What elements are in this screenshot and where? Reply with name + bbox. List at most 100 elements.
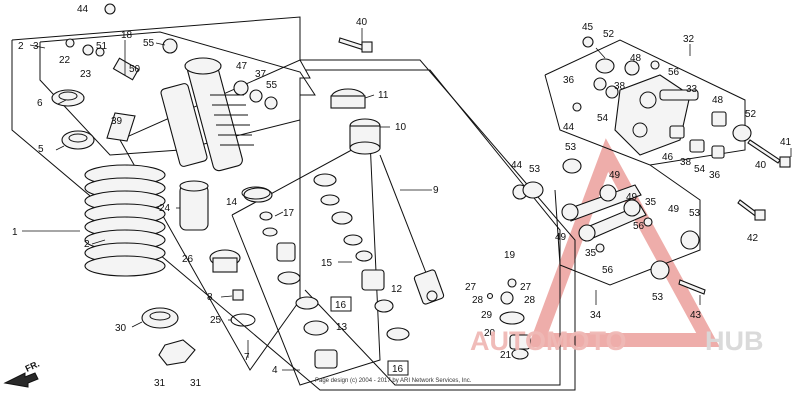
part-label: 11 <box>378 90 389 101</box>
part-label: 51 <box>96 41 108 52</box>
part-label: 30 <box>115 323 127 334</box>
label-box-16b <box>387 360 409 376</box>
front-direction-arrow: FR. <box>3 359 41 388</box>
part-label: 35 <box>585 248 597 259</box>
part-label: 25 <box>210 315 222 326</box>
part-label: 49 <box>609 170 621 181</box>
part-label: 53 <box>652 292 664 303</box>
part-label: 46 <box>662 152 674 163</box>
part-label: 53 <box>529 164 541 175</box>
part-label: 45 <box>582 22 594 33</box>
shock-rod <box>379 154 445 305</box>
part-label: 19 <box>504 250 516 261</box>
part-label: 10 <box>395 122 407 133</box>
shock-spring <box>84 164 166 277</box>
part-label: 38 <box>614 81 626 92</box>
watermark-triangle <box>527 138 720 347</box>
part-label: 4 <box>272 365 278 376</box>
part-label: 39 <box>111 116 123 127</box>
part-labels: 44 40 3 2 18 55 51 22 23 50 47 37 55 39 … <box>12 4 792 389</box>
part-label: 17 <box>283 208 295 219</box>
part-label: 20 <box>484 328 496 339</box>
part-label: 56 <box>602 265 614 276</box>
part-label: 6 <box>37 98 43 109</box>
part-label: 16 <box>392 364 404 375</box>
label-box-16a <box>330 296 352 312</box>
part-label: 8 <box>207 292 213 303</box>
part-label: 52 <box>745 109 757 120</box>
part-label: 53 <box>689 208 701 219</box>
watermark-part1: AUTOMOTO <box>470 326 627 356</box>
watermark-part2: HUB <box>705 326 764 356</box>
part-label: 7 <box>244 352 250 363</box>
part-label: 12 <box>391 284 403 295</box>
watermark-text: AUTOMOTO HUB <box>470 326 764 356</box>
part-label: 15 <box>321 258 333 269</box>
part-label: 50 <box>129 64 141 75</box>
part-label: 2 <box>84 239 90 250</box>
spring-nuts <box>51 89 196 366</box>
part-label: 18 <box>121 30 133 41</box>
part-label: 55 <box>266 80 278 91</box>
part-label: 36 <box>563 75 575 86</box>
part-label: 54 <box>694 164 706 175</box>
bump-rubbers <box>330 88 381 155</box>
part-label: 36 <box>709 170 721 181</box>
front-direction-label: FR. <box>24 359 41 374</box>
part-label: 27 <box>465 282 477 293</box>
part-label: 16 <box>335 300 347 311</box>
part-label: 22 <box>59 55 71 66</box>
part-label: 48 <box>712 95 724 106</box>
part-label: 40 <box>755 160 767 171</box>
part-label: 14 <box>226 197 238 208</box>
part-label: 5 <box>38 144 44 155</box>
part-label: 43 <box>690 310 702 321</box>
part-label: 52 <box>603 29 615 40</box>
linkage-arm <box>572 36 791 168</box>
part-label: 49 <box>668 204 680 215</box>
part-label: 13 <box>336 322 348 333</box>
part-label: 27 <box>520 282 532 293</box>
part-label: 47 <box>236 61 248 72</box>
part-label: 42 <box>747 233 759 244</box>
part-label: 56 <box>668 67 680 78</box>
part-label: 28 <box>472 295 484 306</box>
part-label: 24 <box>159 203 171 214</box>
part-label: 9 <box>433 185 439 196</box>
part-label: 37 <box>255 69 267 80</box>
lower-clevis-items <box>486 278 531 360</box>
copyright-text: Page design (c) 2004 - 2017 by ARI Netwo… <box>315 378 472 384</box>
shock-body <box>106 57 254 231</box>
part-label: 2 <box>18 41 24 52</box>
part-label: 26 <box>182 254 194 265</box>
part-label: 49 <box>626 192 638 203</box>
part-label: 3 <box>33 41 39 52</box>
part-label: 40 <box>356 17 368 28</box>
part-label: 38 <box>680 157 692 168</box>
part-label: 35 <box>645 197 657 208</box>
part-label: 31 <box>154 378 166 389</box>
part-label: 32 <box>683 34 695 45</box>
part-label: 21 <box>500 350 512 361</box>
bolt-40 <box>338 37 373 53</box>
part-label: 41 <box>780 137 792 148</box>
part-label: 54 <box>597 113 609 124</box>
part-label: 33 <box>686 84 698 95</box>
part-label: 1 <box>12 227 18 238</box>
part-label: 29 <box>481 310 493 321</box>
part-label: 34 <box>590 310 602 321</box>
part-label: 53 <box>565 142 577 153</box>
part-label: 56 <box>633 221 645 232</box>
part-label: 44 <box>511 160 523 171</box>
part-label: 23 <box>80 69 92 80</box>
part-label: 44 <box>77 4 89 15</box>
part-label: 31 <box>190 378 202 389</box>
part-label: 44 <box>563 122 575 133</box>
reservoir-cap-items <box>65 3 178 81</box>
mid-small-parts <box>209 80 410 369</box>
part-label: 48 <box>630 53 642 64</box>
part-label: 49 <box>555 232 567 243</box>
leader-lines <box>22 28 792 371</box>
lower-link-rods <box>512 158 766 295</box>
